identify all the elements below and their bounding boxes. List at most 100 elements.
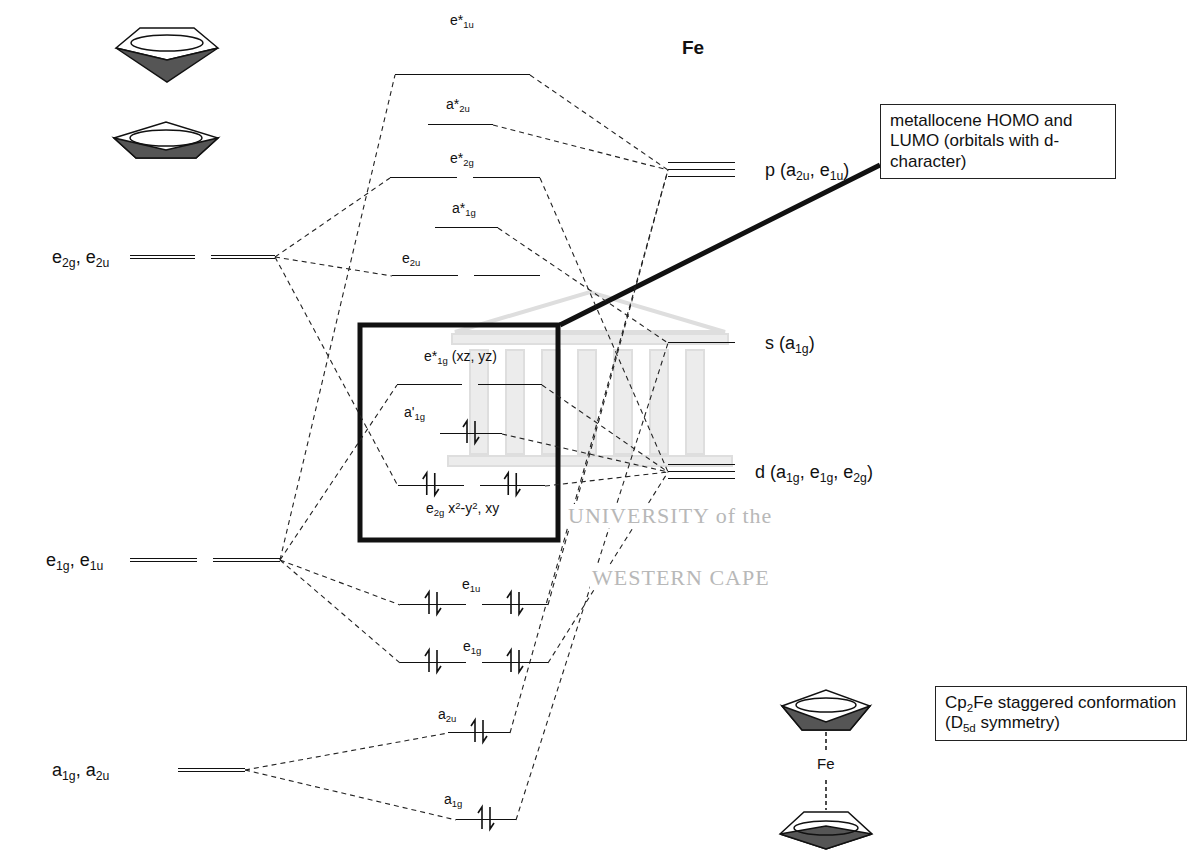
electron-pair — [463, 421, 479, 443]
level-segment — [474, 275, 540, 276]
level-segment — [435, 227, 498, 228]
callout-box: metallocene HOMO and LUMO (orbitals with… — [880, 104, 1116, 179]
electron-pair — [425, 650, 441, 672]
level-segment — [130, 255, 195, 259]
correlation-line — [275, 257, 392, 276]
orbital-label: e*1g (xz, yz) — [424, 348, 497, 364]
energy-level-line — [456, 819, 516, 821]
callout-box: Cp2Fe staggered conformation (D5d symmet… — [935, 686, 1187, 741]
level-segment — [668, 342, 735, 343]
level-segment — [668, 162, 735, 163]
level-segment — [456, 819, 516, 820]
orbital-label: e*2g — [450, 150, 474, 166]
correlation-line — [245, 770, 456, 820]
orbital-label: a'1g — [404, 404, 425, 420]
orbital-level: a2u — [438, 706, 510, 734]
level-segment — [482, 604, 548, 605]
orbital-level: a'1g — [404, 404, 502, 435]
watermark-text: UNIVERSITY of the — [566, 504, 774, 528]
energy-level-line — [400, 604, 548, 606]
correlation-line — [245, 733, 448, 770]
energy-level-line — [390, 177, 540, 179]
correlation-line — [280, 560, 400, 663]
level-segment — [178, 768, 245, 772]
metal-orbital: s (a1g) — [668, 333, 815, 354]
ferrocene-molecule — [780, 690, 872, 849]
level-segment — [478, 384, 543, 385]
energy-level-line — [398, 485, 545, 487]
level-segment — [400, 604, 466, 605]
energy-level-line — [668, 464, 735, 480]
orbital-label: e2g x2-y2, xy — [426, 500, 499, 516]
energy-level-line — [397, 384, 542, 386]
energy-level-line — [428, 124, 493, 126]
energy-level-line — [440, 433, 502, 435]
orbital-level: e*1u — [395, 12, 530, 76]
energy-level-line — [130, 558, 280, 562]
orbital-level: a*1g — [435, 200, 498, 229]
electron-pair — [471, 720, 487, 742]
orbital-level: e2u — [392, 250, 540, 277]
metal-orbital: d (a1g, e1g, e2g) — [668, 462, 873, 483]
level-segment — [400, 662, 466, 663]
correlation-line — [275, 257, 398, 486]
correlation-line — [530, 75, 668, 170]
orbital-label: a*1g — [452, 200, 476, 216]
atom-heading: Fe — [680, 38, 706, 59]
electron-pair — [425, 592, 441, 614]
level-segment — [668, 464, 735, 465]
orbital-label: e1u — [462, 576, 480, 592]
callout-leader — [560, 165, 880, 325]
level-segment — [668, 176, 735, 177]
orbital-level: e1u — [400, 576, 548, 606]
orbital-label: a2u — [438, 706, 456, 722]
correlation-line — [545, 472, 668, 486]
level-segment — [448, 732, 510, 733]
level-segment — [668, 478, 735, 479]
orbital-level: e2g x2-y2, xy — [398, 485, 545, 516]
orbital-label: d (a1g, e1g, e2g) — [755, 462, 873, 483]
level-segment — [668, 471, 735, 472]
orbital-label: s (a1g) — [765, 333, 815, 354]
correlation-line — [280, 560, 400, 605]
electron-pair — [504, 473, 520, 495]
homo-lumo-frame — [360, 325, 558, 540]
callout-text: Cp2Fe staggered conformation (D5d symmet… — [945, 693, 1177, 734]
level-segment — [392, 275, 458, 276]
orbital-label: a1g, a2u — [52, 760, 109, 781]
orbital-level: a1g — [444, 791, 516, 821]
correlation-line — [542, 385, 668, 472]
orbital-level: e*2g — [390, 150, 540, 179]
level-segment — [473, 177, 540, 178]
level-segment — [130, 558, 197, 562]
energy-level-line — [435, 227, 498, 229]
energy-level-line — [392, 275, 540, 277]
ligand-orbital-set: e2g, e2u — [52, 247, 275, 268]
energy-level-line — [178, 768, 245, 772]
energy-level-line — [395, 74, 530, 76]
level-segment — [398, 485, 464, 486]
university-watermark — [448, 292, 732, 466]
watermark-text: WESTERN CAPE — [590, 566, 772, 590]
correlation-line — [493, 125, 668, 170]
orbital-level: e1g — [400, 638, 548, 664]
energy-level-line — [130, 255, 275, 259]
orbital-label: e1g, e1u — [46, 550, 103, 571]
orbital-label: e1g — [463, 638, 481, 654]
level-segment — [395, 74, 530, 75]
cp-ring-icon — [116, 28, 218, 82]
level-segment — [482, 662, 548, 663]
correlation-line — [280, 385, 397, 560]
level-segment — [397, 384, 462, 385]
level-segment — [480, 485, 546, 486]
ligand-orbital-set: e1g, e1u — [46, 550, 280, 571]
level-segment — [211, 255, 276, 259]
correlation-line — [275, 178, 390, 257]
correlation-line — [498, 228, 668, 343]
energy-level-line — [668, 342, 735, 344]
correlation-line — [540, 178, 668, 472]
level-segment — [668, 169, 735, 170]
level-segment — [213, 558, 280, 562]
orbital-label: e2g, e2u — [52, 247, 109, 268]
electron-pair — [507, 650, 523, 672]
